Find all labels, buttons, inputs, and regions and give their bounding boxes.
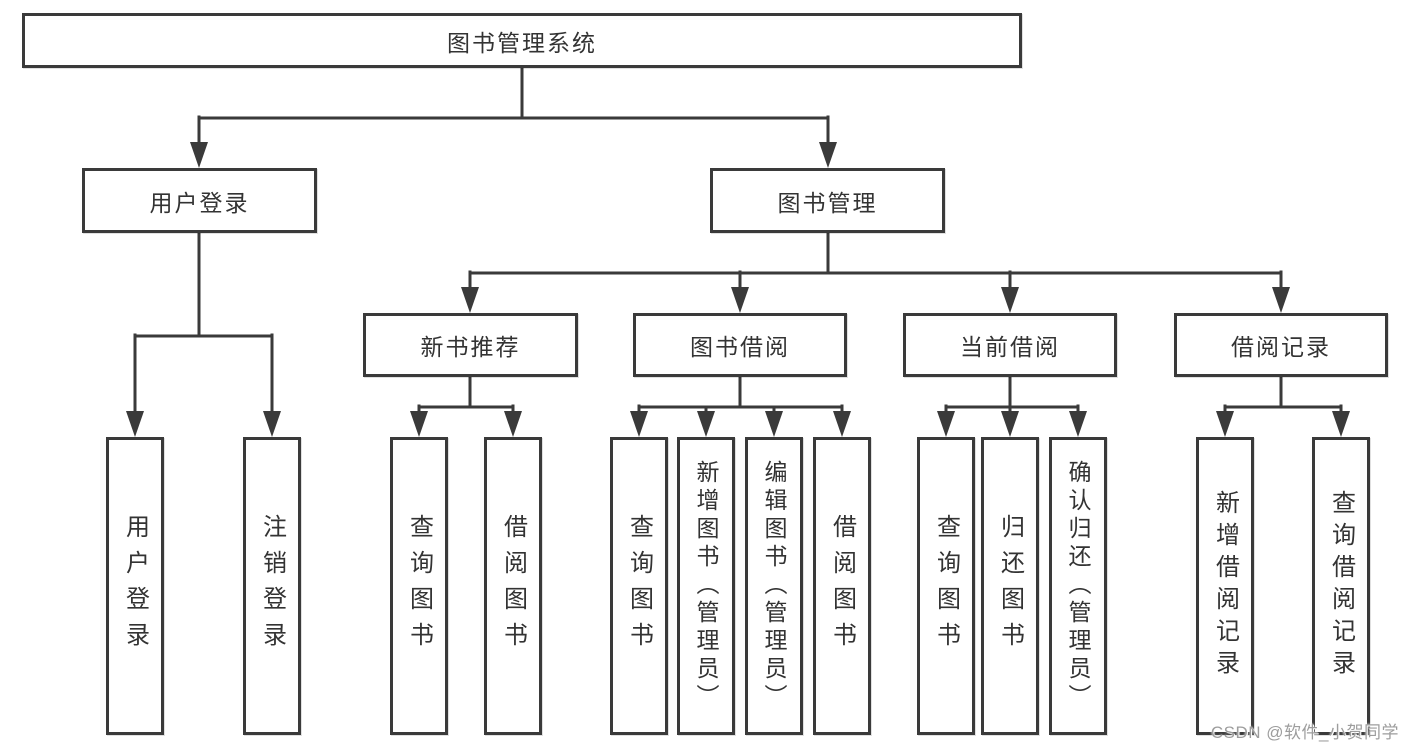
node-user-login: 用户登录 [82, 168, 317, 233]
leaf-edit-book-admin-label: 编辑图书（管理员） [761, 460, 787, 712]
leaf-return-book: 归还图书 [981, 437, 1039, 735]
leaf-query-books-current: 查询图书 [917, 437, 975, 735]
leaf-borrow-books-borrowing-label: 借阅图书 [828, 514, 856, 658]
leaf-return-book-label: 归还图书 [996, 514, 1024, 658]
leaf-add-borrow-record: 新增借阅记录 [1196, 437, 1254, 735]
leaf-add-borrow-record-label: 新增借阅记录 [1211, 490, 1239, 682]
leaf-confirm-return-admin-label: 确认归还（管理员） [1065, 460, 1091, 712]
node-book-management: 图书管理 [710, 168, 945, 233]
leaf-user-login: 用户登录 [106, 437, 164, 735]
node-new-book-recommend: 新书推荐 [363, 313, 578, 377]
leaf-confirm-return-admin: 确认归还（管理员） [1049, 437, 1107, 735]
node-book-borrowing-label: 图书借阅 [690, 334, 790, 360]
leaf-query-books-recommend-label: 查询图书 [405, 514, 433, 658]
leaf-add-book-admin-label: 新增图书（管理员） [693, 460, 719, 712]
node-root-label: 图书管理系统 [447, 29, 597, 56]
leaf-logout: 注销登录 [243, 437, 301, 735]
node-user-login-label: 用户登录 [149, 189, 250, 216]
leaf-borrow-books-borrowing: 借阅图书 [813, 437, 871, 735]
csdn-watermark: CSDN @软件_小贺同学 [1210, 723, 1399, 742]
node-current-borrowing-label: 当前借阅 [960, 334, 1060, 360]
leaf-query-borrow-record: 查询借阅记录 [1312, 437, 1370, 735]
node-current-borrowing: 当前借阅 [903, 313, 1117, 377]
node-book-management-label: 图书管理 [777, 189, 878, 216]
leaf-add-book-admin: 新增图书（管理员） [677, 437, 735, 735]
node-new-book-recommend-label: 新书推荐 [420, 334, 521, 360]
leaf-query-books-borrowing: 查询图书 [610, 437, 668, 735]
leaf-query-books-recommend: 查询图书 [390, 437, 448, 735]
node-borrowing-records: 借阅记录 [1174, 313, 1388, 377]
leaf-query-books-borrowing-label: 查询图书 [625, 514, 653, 658]
leaf-query-borrow-record-label: 查询借阅记录 [1327, 490, 1355, 682]
leaf-borrow-books-recommend: 借阅图书 [484, 437, 542, 735]
leaf-logout-label: 注销登录 [258, 514, 286, 658]
leaf-user-login-label: 用户登录 [121, 514, 149, 658]
node-root: 图书管理系统 [22, 13, 1022, 68]
node-borrowing-records-label: 借阅记录 [1231, 334, 1331, 360]
leaf-query-books-current-label: 查询图书 [932, 514, 960, 658]
leaf-edit-book-admin: 编辑图书（管理员） [745, 437, 803, 735]
node-book-borrowing: 图书借阅 [633, 313, 847, 377]
leaf-borrow-books-recommend-label: 借阅图书 [499, 514, 527, 658]
